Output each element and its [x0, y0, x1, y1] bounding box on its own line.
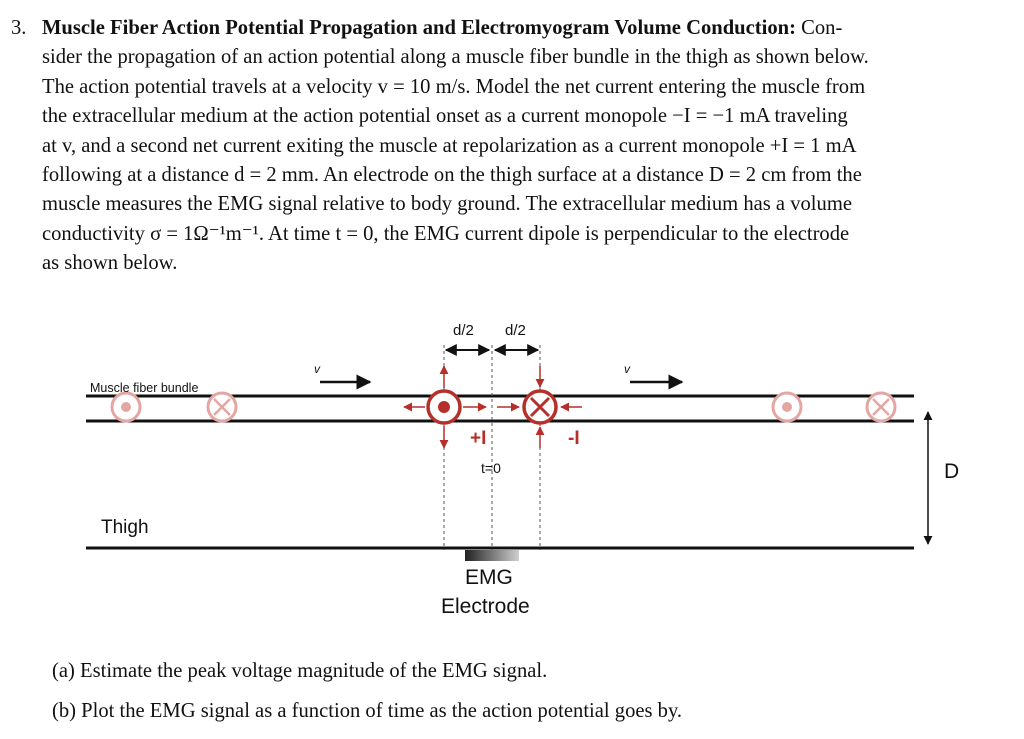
problem-line-3: the extracellular medium at the action p…	[42, 105, 848, 128]
problem-number: 3.	[11, 17, 27, 39]
d-half-label-right: d/2	[505, 322, 526, 339]
plus-monopole-icon	[426, 389, 462, 425]
problem-line-2: The action potential travels at a veloci…	[42, 75, 866, 98]
muscle-fiber-diagram: Muscle fiber bundle Thigh v v d/2 d/2 +I…	[0, 310, 1024, 640]
problem-title: Muscle Fiber Action Potential Propagatio…	[42, 17, 796, 39]
time-zero-label: t=0	[481, 460, 501, 476]
muscle-fiber-label: Muscle fiber bundle	[90, 381, 199, 395]
plus-current-arrows	[403, 365, 487, 449]
faded-minus-monopole-right	[865, 391, 897, 423]
distance-D-label: D	[944, 460, 960, 483]
problem-line-4: at v, and a second net current exiting t…	[42, 134, 857, 157]
electrode-icon	[465, 550, 519, 561]
faded-minus-monopole-left	[206, 391, 238, 423]
problem-line-1: sider the propagation of an action poten…	[42, 46, 869, 69]
velocity-label-right: v	[624, 362, 630, 376]
thigh-label: Thigh	[101, 517, 149, 538]
part-a: (a) Estimate the peak voltage magnitude …	[52, 660, 548, 682]
minus-monopole-icon	[522, 389, 558, 425]
problem-line-0: Con-	[801, 17, 843, 39]
faded-plus-monopole-right	[771, 391, 803, 423]
minus-I-label: -I	[568, 428, 580, 449]
faded-plus-monopole-left	[110, 391, 142, 423]
problem-line-5: following at a distance d = 2 mm. An ele…	[42, 164, 862, 186]
diagram-svg	[86, 344, 933, 561]
part-b: (b) Plot the EMG signal as a function of…	[52, 700, 683, 722]
minus-current-arrows	[497, 366, 582, 448]
plus-I-label: +I	[470, 428, 487, 449]
electrode-label-emg: EMG	[465, 566, 513, 589]
problem-line-8: as shown below.	[42, 252, 178, 275]
d-half-label-left: d/2	[453, 322, 474, 339]
problem-title-line: Muscle Fiber Action Potential Propagatio…	[42, 14, 842, 43]
problem-line-6: muscle measures the EMG signal relative …	[42, 193, 852, 216]
problem-line-7: conductivity σ = 1Ω⁻¹m⁻¹. At time t = 0,…	[42, 222, 850, 245]
electrode-label-electrode: Electrode	[441, 595, 530, 618]
velocity-label-left: v	[314, 362, 320, 376]
